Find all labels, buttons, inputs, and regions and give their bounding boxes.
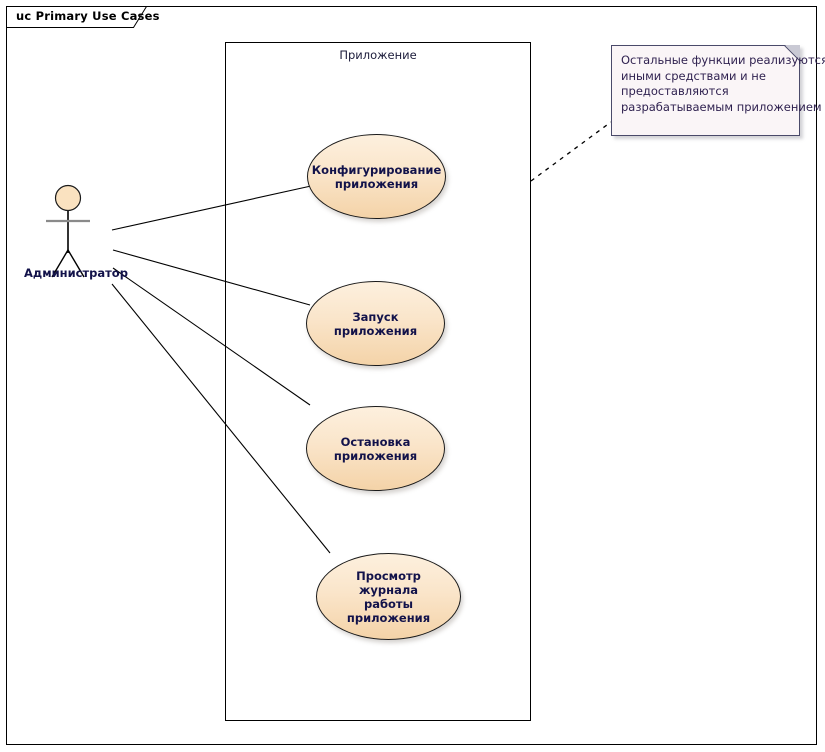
note-text: Остальные функции реализуются иными сред… [621,53,825,115]
uc-line: Конфигурирование [311,162,442,177]
use-case-start-label: Запуск приложения [307,310,444,338]
frame-tab-label: uc Primary Use Cases [16,9,160,23]
frame-tab-shape [6,6,148,28]
uc-line: работы приложения [346,596,431,625]
note-fold-corner-icon [785,45,800,60]
uc-line: приложения [333,448,418,463]
use-case-stop-label: Остановка приложения [324,435,427,463]
uc-line: приложения [334,176,419,191]
uc-line: Запуск приложения [333,309,418,338]
note-line: предоставляются [621,84,729,98]
system-boundary-label: Приложение [339,48,417,62]
use-case-configure[interactable]: Конфигурирование приложения [307,134,446,219]
note-fold-edge-icon [784,45,800,61]
note-line: Остальные функции реализуются [621,53,825,67]
use-case-view-log-label: Просмотр журнала работы приложения [317,569,460,625]
note-box[interactable]: Остальные функции реализуются иными сред… [611,45,825,136]
use-case-start[interactable]: Запуск приложения [306,281,445,366]
note-line: разрабатываемым приложением [621,99,822,114]
actor-label: Администратор [24,266,128,280]
use-case-view-log[interactable]: Просмотр журнала работы приложения [316,553,461,640]
note-line: иными средствами и не [621,68,766,83]
use-case-configure-label: Конфигурирование приложения [302,163,451,191]
uc-line: Остановка [340,434,411,449]
uc-line: Просмотр журнала [356,568,421,597]
frame-tab: uc Primary Use Cases [6,6,159,28]
use-case-stop[interactable]: Остановка приложения [306,406,445,491]
